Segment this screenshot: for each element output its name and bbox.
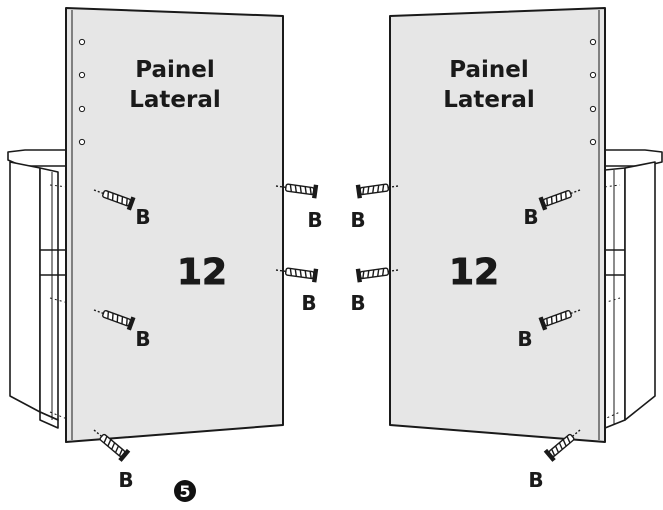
right-panel-holes xyxy=(589,38,597,146)
right-cabinet xyxy=(594,149,663,429)
screw-label: B xyxy=(528,468,543,492)
screw-icon xyxy=(355,183,399,199)
screw-label: B xyxy=(307,208,322,232)
screw-icon xyxy=(355,267,399,283)
right-panel-part-number: 12 xyxy=(449,252,499,293)
right-panel-screw-labels: B B B B B xyxy=(350,205,543,492)
screw-label: B xyxy=(135,327,150,351)
screw-icon xyxy=(538,189,581,211)
screw-icon xyxy=(543,429,581,462)
screw-label: B xyxy=(350,291,365,315)
left-cabinet xyxy=(7,149,69,429)
screw-icon xyxy=(93,189,136,211)
step-number: 5 xyxy=(179,482,190,501)
step-badge: 5 xyxy=(174,480,196,502)
screw-icon xyxy=(538,309,581,331)
left-panel-label-line1: Painel xyxy=(135,57,215,83)
left-panel-screw-labels: B B B B B xyxy=(118,205,322,492)
left-panel-label-line2: Lateral xyxy=(129,87,221,113)
screw-icon xyxy=(93,429,131,462)
screw-label: B xyxy=(350,208,365,232)
right-side-panel xyxy=(389,7,606,443)
screw-label: B xyxy=(118,468,133,492)
left-panel-part-number: 12 xyxy=(177,252,227,293)
screw-icon xyxy=(93,309,136,331)
screw-label: B xyxy=(523,205,538,229)
screw-label: B xyxy=(517,327,532,351)
right-panel-label-line1: Painel xyxy=(449,57,529,83)
right-panel-label-line2: Lateral xyxy=(443,87,535,113)
left-panel-holes xyxy=(78,38,86,146)
right-panel-screws xyxy=(355,183,581,462)
step-badge-circle xyxy=(174,480,196,502)
screw-icon xyxy=(275,183,319,199)
screw-icon xyxy=(275,267,319,283)
left-panel-screws xyxy=(93,183,319,462)
left-side-panel xyxy=(65,7,284,443)
screw-label: B xyxy=(135,205,150,229)
screw-label: B xyxy=(301,291,316,315)
